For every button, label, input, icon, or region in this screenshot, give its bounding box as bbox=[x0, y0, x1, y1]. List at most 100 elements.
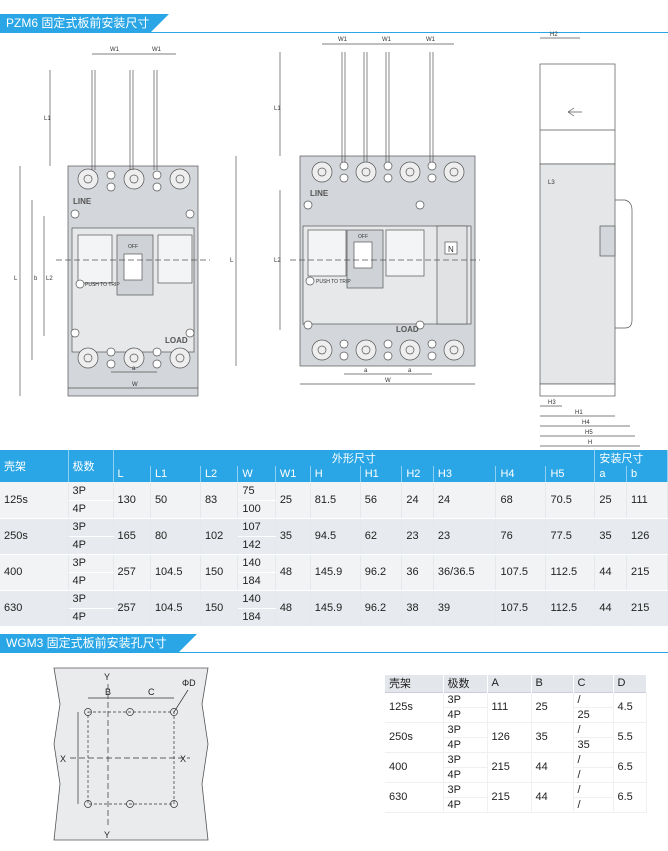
dim-l1: L1 bbox=[274, 106, 281, 112]
dim-h: H bbox=[588, 440, 592, 446]
cell: 62 bbox=[360, 518, 403, 555]
cell: 140 bbox=[237, 554, 276, 573]
table-row: 630 3P 257 104.5 150 140 48 145.9 96.2 3… bbox=[0, 590, 668, 627]
cell: 35 bbox=[594, 518, 628, 555]
cell-poles: 3P bbox=[443, 721, 488, 738]
cell-frame: 630 bbox=[0, 590, 69, 627]
cell: 39 bbox=[433, 590, 497, 627]
dim-l: L bbox=[230, 258, 234, 264]
cell-frame: 250s bbox=[385, 721, 444, 753]
col-b: b bbox=[626, 466, 668, 482]
cell: 150 bbox=[200, 590, 239, 627]
dim-w1: W1 bbox=[382, 37, 392, 43]
col-h4: H4 bbox=[495, 466, 547, 482]
cell: 70.5 bbox=[545, 482, 596, 519]
cell: 24 bbox=[401, 482, 434, 519]
col-l: L bbox=[113, 466, 151, 482]
cell-frame: 125s bbox=[0, 482, 69, 519]
cell-poles: 3P bbox=[443, 691, 488, 708]
col-c: C bbox=[573, 675, 614, 692]
axis-y-top: Y bbox=[104, 672, 110, 682]
cell: 25 bbox=[275, 482, 311, 519]
cell: 112.5 bbox=[545, 554, 596, 591]
cell: 184 bbox=[237, 608, 276, 627]
col-a: a bbox=[594, 466, 628, 482]
col-frame: 壳架 bbox=[385, 675, 444, 692]
cell: 96.2 bbox=[360, 554, 403, 591]
cell: 35 bbox=[275, 518, 311, 555]
table-row: 125s 3P 130 50 83 75 25 81.5 56 24 24 68… bbox=[0, 482, 668, 519]
cell-poles: 4P bbox=[443, 797, 488, 813]
cell: 25 bbox=[573, 707, 614, 723]
dim-w: W bbox=[132, 382, 138, 388]
cell: / bbox=[573, 767, 614, 783]
cell-frame: 400 bbox=[385, 751, 444, 783]
cell: 104.5 bbox=[150, 554, 201, 591]
cell: 23 bbox=[401, 518, 434, 555]
cell: 126 bbox=[626, 518, 668, 555]
cell-frame: 125s bbox=[385, 691, 444, 723]
cell: / bbox=[573, 721, 614, 738]
axis-y-bottom: Y bbox=[104, 830, 110, 840]
cell: 130 bbox=[113, 482, 151, 519]
cell: 80 bbox=[150, 518, 201, 555]
cell: 68 bbox=[495, 482, 547, 519]
cell: 4.5 bbox=[613, 691, 647, 723]
label-off: OFF bbox=[358, 234, 368, 240]
col-poles: 极数 bbox=[443, 675, 488, 692]
cell: 107 bbox=[237, 518, 276, 537]
cell: 44 bbox=[531, 751, 574, 783]
cell: 111 bbox=[487, 691, 532, 723]
section-title-pzm6: PZM6 固定式板前安装尺寸 bbox=[0, 14, 169, 33]
table-row: 4P 184 bbox=[0, 572, 668, 591]
col-a: A bbox=[487, 675, 532, 692]
dim-a: a bbox=[132, 366, 136, 372]
col-l2: L2 bbox=[200, 466, 239, 482]
dim-l: L bbox=[14, 276, 18, 282]
cell-poles: 3P bbox=[68, 554, 114, 573]
cell: 44 bbox=[594, 554, 628, 591]
cell-frame: 250s bbox=[0, 518, 69, 555]
section-rule bbox=[0, 652, 668, 653]
cell: 215 bbox=[626, 554, 668, 591]
cell: 215 bbox=[487, 781, 532, 813]
cell: 35 bbox=[531, 721, 574, 753]
dim-b: B bbox=[105, 687, 111, 697]
cell: 96.2 bbox=[360, 590, 403, 627]
cell: 48 bbox=[275, 590, 311, 627]
cell: 6.5 bbox=[613, 751, 647, 783]
label-push-to-trip: PUSH TO TRIP bbox=[316, 279, 351, 285]
label-line: LINE bbox=[310, 189, 329, 198]
table-row: 250s 3P 165 80 102 107 35 94.5 62 23 23 … bbox=[0, 518, 668, 555]
cell: 215 bbox=[626, 590, 668, 627]
cell: 81.5 bbox=[310, 482, 361, 519]
cell-poles: 4P bbox=[68, 608, 114, 627]
cell: 23 bbox=[433, 518, 497, 555]
cell: 107.5 bbox=[495, 590, 547, 627]
cell: 142 bbox=[237, 536, 276, 555]
cell-poles: 4P bbox=[68, 572, 114, 591]
cell: 25 bbox=[531, 691, 574, 723]
cell: 36 bbox=[401, 554, 434, 591]
cell: 107.5 bbox=[495, 554, 547, 591]
cell: 56 bbox=[360, 482, 403, 519]
cell: 145.9 bbox=[310, 590, 361, 627]
cell: 140 bbox=[237, 590, 276, 609]
section-rule bbox=[0, 32, 668, 33]
cell: 75 bbox=[237, 482, 276, 501]
cell: 145.9 bbox=[310, 554, 361, 591]
cell: 112.5 bbox=[545, 590, 596, 627]
axis-x-left: X bbox=[60, 754, 66, 764]
cell: 24 bbox=[433, 482, 497, 519]
cell: 215 bbox=[487, 751, 532, 783]
dim-w1: W1 bbox=[152, 47, 162, 53]
cell-poles: 3P bbox=[68, 590, 114, 609]
cell: 36/36.5 bbox=[433, 554, 497, 591]
hole-table: 壳架 极数 A B C D 125s 3P 111 25 / 4.5 4P 25… bbox=[385, 675, 647, 813]
spec-header-row-1: 壳架 极数 外形尺寸 安装尺寸 bbox=[0, 450, 668, 482]
section-title-wgm3: WGM3 固定式板前安装孔尺寸 bbox=[0, 634, 197, 653]
cell: 150 bbox=[200, 554, 239, 591]
col-h3: H3 bbox=[433, 466, 497, 482]
section-title-text: PZM6 固定式板前安装尺寸 bbox=[6, 16, 150, 30]
table-row: 4P / bbox=[385, 767, 647, 783]
